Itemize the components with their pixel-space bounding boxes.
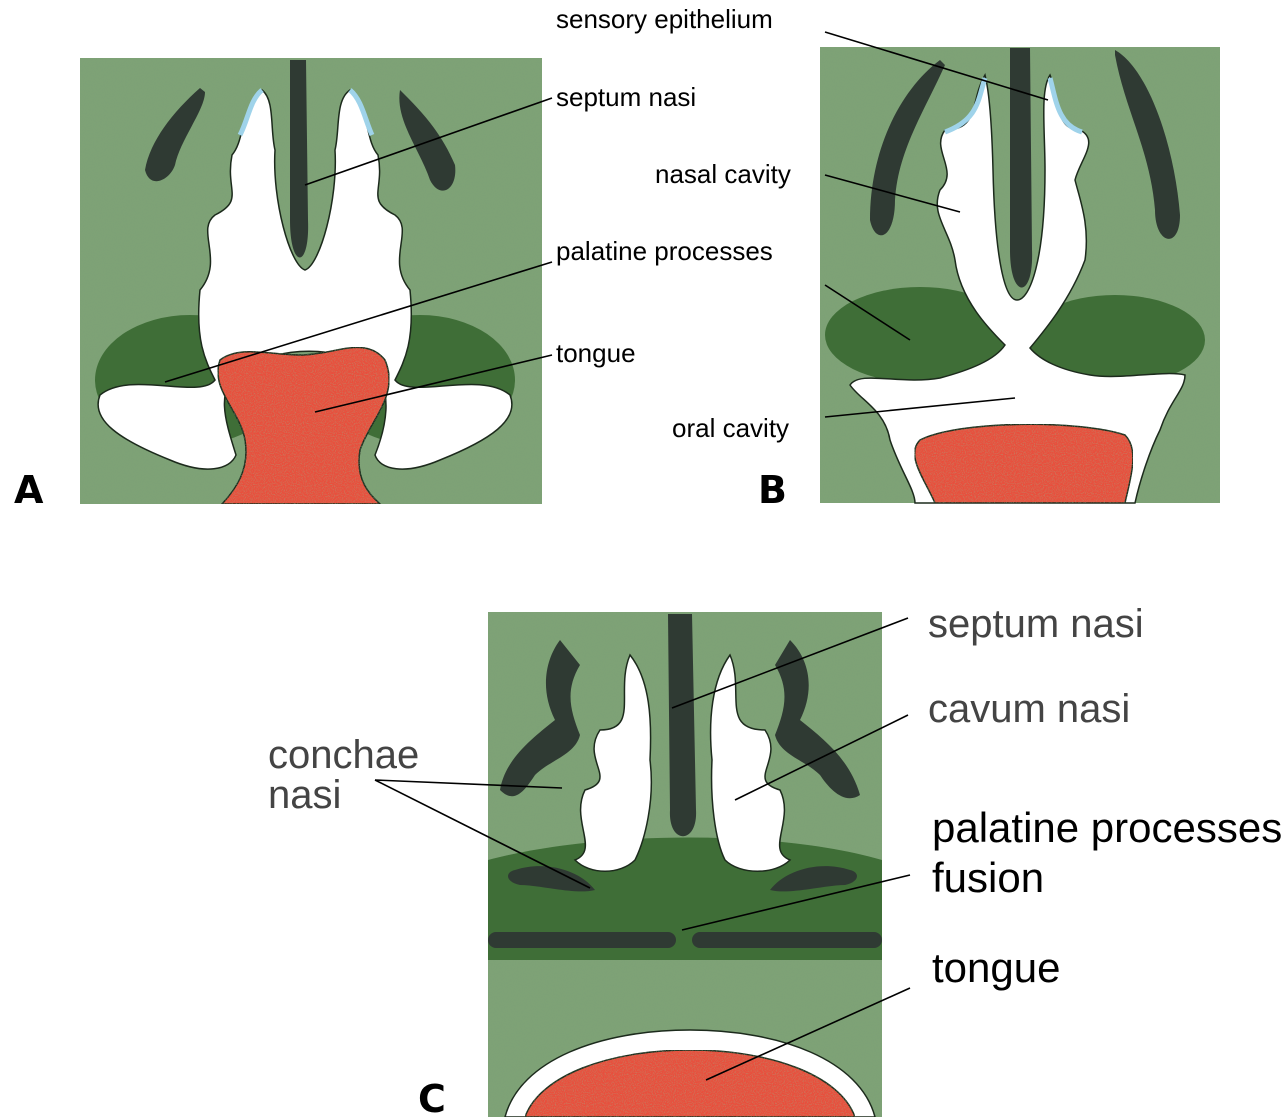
panel-b-septum-cartilage xyxy=(1010,48,1032,288)
panel-c-palatal-bone-right xyxy=(692,932,882,948)
label-c-cavum-nasi: cavum nasi xyxy=(928,687,1130,731)
label-b-sensory-epithelium: sensory epithelium xyxy=(556,4,773,34)
panel-c-letter: C xyxy=(418,1077,446,1117)
label-b-nasal-cavity: nasal cavity xyxy=(655,159,791,189)
label-c-tongue: tongue xyxy=(932,944,1060,991)
panel-b xyxy=(820,47,1220,503)
label-c-septum-nasi: septum nasi xyxy=(928,602,1144,646)
label-c-palatine-fusion-line1: palatine processes xyxy=(932,804,1281,851)
label-b-oral-cavity: oral cavity xyxy=(672,413,789,443)
label-c-conchae-line2: nasi xyxy=(268,773,341,817)
panel-c xyxy=(488,612,882,1117)
label-c-conchae-line1: conchae xyxy=(268,733,419,777)
panel-a-letter: A xyxy=(14,468,44,512)
panel-b-tongue xyxy=(915,424,1133,503)
label-a-septum-nasi: septum nasi xyxy=(556,82,696,112)
panel-a-septum-cartilage xyxy=(290,60,308,258)
panel-a xyxy=(80,58,542,504)
panel-c-septum-cartilage xyxy=(668,614,696,836)
panel-c-palatal-bone-left xyxy=(488,932,676,948)
label-a-palatine-processes: palatine processes xyxy=(556,236,773,266)
label-c-palatine-fusion-line2: fusion xyxy=(932,854,1044,901)
label-a-tongue: tongue xyxy=(556,338,636,368)
panel-b-letter: B xyxy=(758,468,787,512)
